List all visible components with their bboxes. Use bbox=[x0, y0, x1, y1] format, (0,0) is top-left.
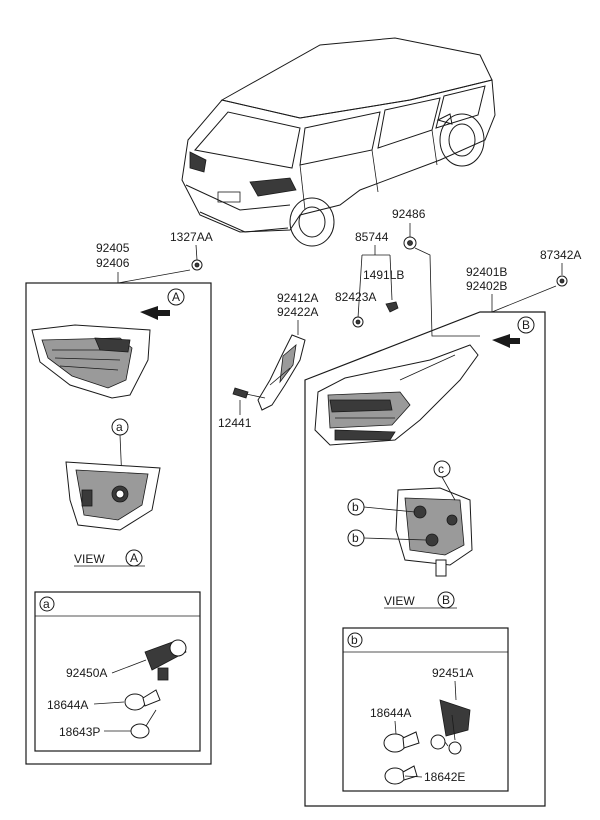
label-92406: 92406 bbox=[96, 256, 130, 270]
subassembly-a-frame bbox=[34, 591, 201, 752]
nut-87342A bbox=[556, 275, 568, 287]
callout-B-letter: B bbox=[522, 318, 530, 332]
nut-82423A bbox=[352, 316, 364, 328]
bulb-18642E bbox=[384, 765, 418, 785]
callout-a-box-letter: a bbox=[43, 597, 50, 611]
view-b-label: VIEW bbox=[384, 594, 415, 608]
label-18643P: 18643P bbox=[59, 725, 100, 739]
screw-1327AA bbox=[191, 259, 203, 271]
label-92486: 92486 bbox=[392, 207, 426, 221]
label-82423A: 82423A bbox=[335, 290, 376, 304]
label-92422A: 92422A bbox=[277, 305, 318, 319]
bulb-18643P bbox=[130, 709, 157, 739]
label-85744: 85744 bbox=[355, 230, 389, 244]
label-92402B: 92402B bbox=[466, 279, 507, 293]
socket-92450A bbox=[144, 639, 187, 681]
bolt-12441 bbox=[232, 387, 266, 399]
callout-a-box bbox=[39, 596, 55, 612]
grommet-92486 bbox=[403, 236, 417, 250]
callout-b-box-letter: b bbox=[351, 633, 358, 647]
label-18642E: 18642E bbox=[424, 770, 465, 784]
bulb-18644A-a bbox=[124, 689, 161, 711]
label-1327AA: 1327AA bbox=[170, 230, 213, 244]
callout-B bbox=[517, 316, 535, 334]
outer-lamp-housing bbox=[395, 487, 473, 577]
callout-A-letter: A bbox=[172, 290, 180, 304]
view-a-arrow bbox=[140, 306, 170, 320]
callout-b-upper-letter: b bbox=[352, 500, 359, 514]
vehicle-illustration bbox=[181, 37, 496, 247]
callout-b-lower-letter: b bbox=[352, 531, 359, 545]
view-b-arrow bbox=[492, 334, 520, 348]
label-12441: 12441 bbox=[218, 416, 252, 430]
label-18644A-a: 18644A bbox=[47, 698, 88, 712]
right-assembly-frame bbox=[304, 311, 546, 807]
label-92450A: 92450A bbox=[66, 666, 107, 680]
inner-tail-lamp bbox=[31, 324, 151, 399]
callout-b-box bbox=[347, 632, 363, 648]
bulb-18644A-b bbox=[383, 731, 420, 753]
outer-tail-lamp bbox=[314, 344, 479, 446]
label-92401B: 92401B bbox=[466, 265, 507, 279]
label-18644A-b: 18644A bbox=[370, 706, 411, 720]
callout-a-top-letter: a bbox=[116, 420, 123, 434]
reflector-bracket bbox=[257, 334, 306, 411]
subassembly-b-frame bbox=[342, 627, 509, 792]
screw-1491LB bbox=[385, 301, 399, 313]
view-a-callout-letter: A bbox=[130, 551, 138, 565]
label-92412A: 92412A bbox=[277, 291, 318, 305]
label-92405: 92405 bbox=[96, 241, 130, 255]
view-b-callout-letter: B bbox=[442, 593, 450, 607]
inner-lamp-housing bbox=[65, 461, 161, 531]
label-87342A: 87342A bbox=[540, 248, 581, 262]
callout-c-letter: c bbox=[438, 462, 444, 476]
callout-A bbox=[167, 288, 185, 306]
label-92451A: 92451A bbox=[432, 666, 473, 680]
socket-92451A bbox=[430, 699, 471, 755]
label-1491LB: 1491LB bbox=[363, 268, 404, 282]
view-a-label: VIEW bbox=[74, 552, 105, 566]
